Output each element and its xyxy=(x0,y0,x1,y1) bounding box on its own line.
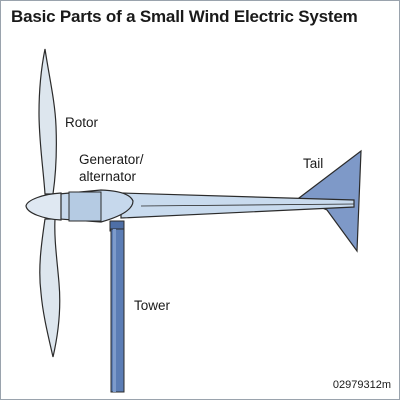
generator-label-line1: Generator/ xyxy=(79,152,144,167)
generator-label: Generator/ alternator xyxy=(79,151,144,185)
nacelle xyxy=(58,189,134,223)
rotor-blade-lower xyxy=(39,218,61,358)
rotor-hub xyxy=(25,192,62,221)
rotor-blade-upper xyxy=(38,48,57,195)
generator-label-line2: alternator xyxy=(79,169,137,184)
tail-label: Tail xyxy=(303,156,324,171)
rotor-label: Rotor xyxy=(65,115,99,130)
diagram-title: Basic Parts of a Small Wind Electric Sys… xyxy=(11,7,358,26)
tower-label: Tower xyxy=(134,298,171,313)
figure-id: 02979312m xyxy=(332,379,391,391)
tower xyxy=(109,220,125,393)
